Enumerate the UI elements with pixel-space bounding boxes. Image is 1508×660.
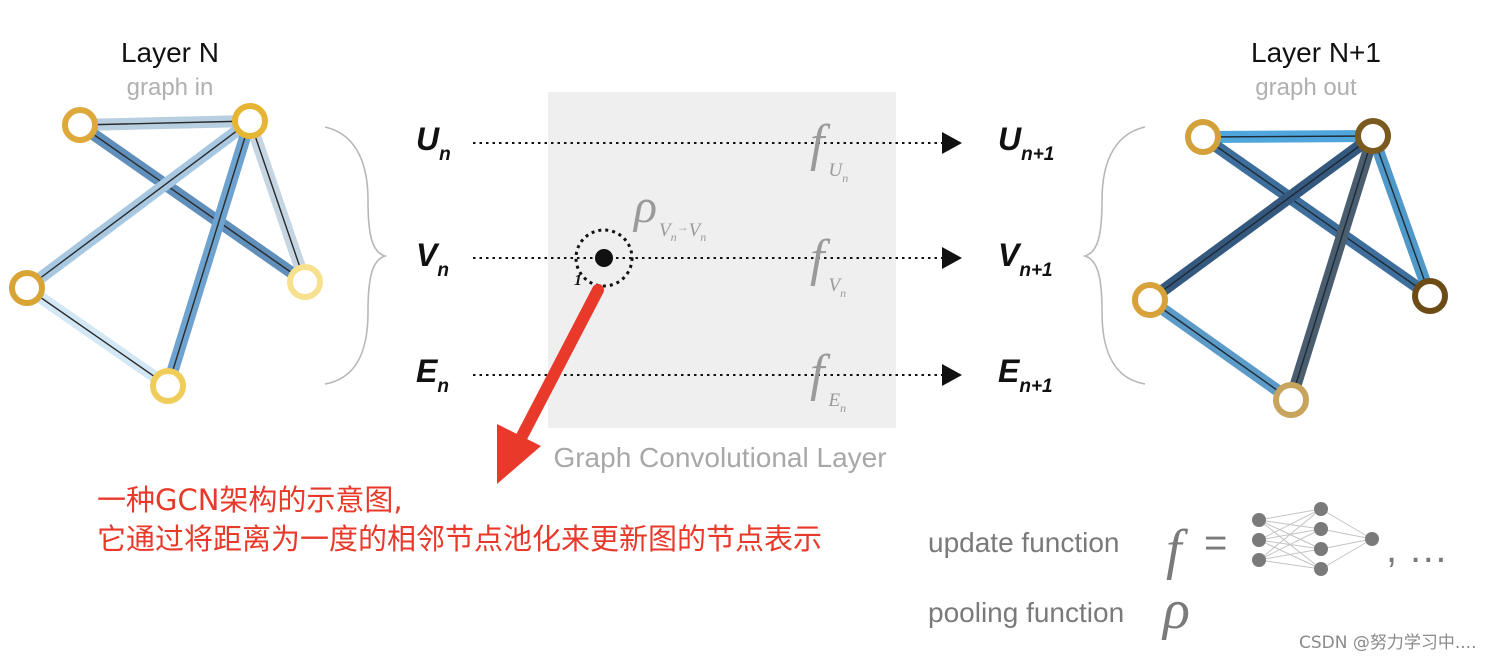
graph-node [287,264,323,300]
left-graph-subtitle: graph in [127,74,214,101]
graph-edge-core [1202,136,1431,297]
graph-node [150,368,186,404]
graph-node [1185,119,1221,155]
degree-label: 1 [574,272,582,289]
row-output-label: En+1 [998,353,1053,397]
legend-equals: = [1204,521,1227,565]
left-brace [324,126,388,385]
left-graph-edges [21,115,311,392]
neural-network-icon [1252,502,1379,576]
legend-ellipsis: , … [1386,527,1448,571]
right-graph-edges [1144,130,1436,406]
center-node [595,249,613,267]
legend-update-symbol: f [1166,519,1189,581]
graph-edge-core [79,120,251,126]
update-function-label: update function [928,527,1120,558]
graph-edge-core [1290,135,1374,401]
graph-node [62,107,98,143]
annotation-line2: 它通过将距离为一度的相邻节点池化来更新图的节点表示 [97,522,822,556]
annotation-arrow [497,284,604,484]
graph-node [1273,382,1309,418]
arrowhead [942,247,962,269]
arrowhead [942,132,962,154]
legend: update function f = [928,502,1448,641]
right-graph: Layer N+1 graph out [1132,37,1448,418]
row-input-label: Vn [416,237,449,281]
graph-edge-core [1202,135,1374,138]
graph-edge-core [1372,135,1431,297]
graph-edge-core [1149,135,1374,301]
graph-edge-core [249,120,306,283]
right-graph-subtitle: graph out [1255,74,1357,101]
pooling-function-label-legend: pooling function [928,597,1124,628]
right-brace [1082,126,1146,385]
left-graph-title: Layer N [121,37,219,68]
row-output-label: Vn+1 [998,237,1053,281]
arrowhead [942,364,962,386]
graph-node [1132,282,1168,318]
row-input-label: En [416,353,449,397]
neighborhood-ring [574,228,634,288]
left-graph: Layer N graph in [9,37,323,404]
annotation-line1: 一种GCN架构的示意图, [97,483,403,517]
graph-edge-core [26,120,251,289]
legend-pooling-symbol: ρ [1161,579,1190,641]
right-graph-nodes [1132,118,1448,418]
graph-node [1412,278,1448,314]
graph-node [232,103,268,139]
graph-edge-core [26,287,169,387]
watermark: CSDN @努力学习中.... [1299,633,1477,653]
layer-label: Graph Convolutional Layer [553,442,886,473]
right-graph-title: Layer N+1 [1251,37,1381,68]
graph-node [1355,118,1391,154]
graph-edge-core [167,120,251,387]
graph-edge-core [79,124,306,283]
left-graph-nodes [9,103,323,404]
graph-node [9,270,45,306]
row-input-label: Un [416,121,451,165]
graph-edge-core [1149,299,1292,401]
row-output-label: Un+1 [998,121,1054,165]
